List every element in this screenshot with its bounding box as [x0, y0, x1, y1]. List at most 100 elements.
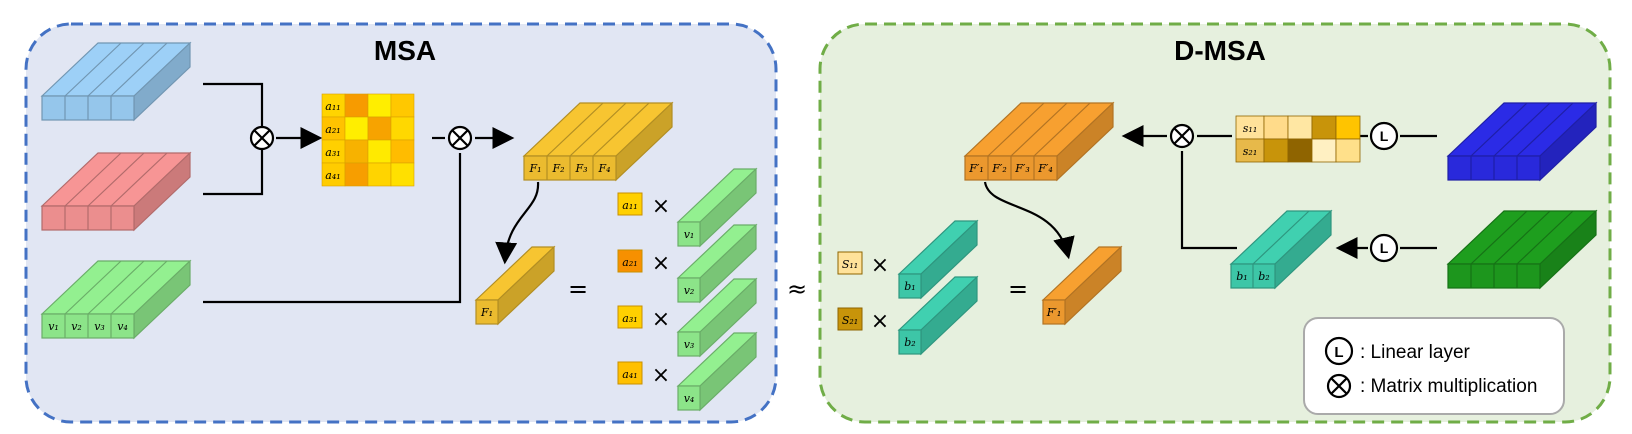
- svg-text:L: L: [1380, 128, 1389, 144]
- s-row-label: s₁₁: [1243, 122, 1257, 135]
- matmul-op-1: [249, 125, 275, 151]
- times-symbol: ×: [652, 194, 670, 219]
- attention-cell: [390, 93, 415, 118]
- attention-row-label: a₁₁: [325, 100, 340, 113]
- f-output-slab-label: F₂: [551, 162, 564, 175]
- times-symbol: ×: [652, 251, 670, 276]
- attention-cell: [367, 93, 392, 118]
- attention-cell: [344, 116, 369, 141]
- dmsa-times-symbol: ×: [871, 253, 889, 278]
- value-slab: v₁ v₂ v₃ v₄: [40, 259, 192, 340]
- dmsa-equals: =: [1008, 275, 1028, 303]
- attention-cell: [390, 162, 415, 187]
- b-slab-label: b₂: [1258, 270, 1269, 283]
- attention-cell: [344, 139, 369, 164]
- s-cell: [1335, 138, 1361, 163]
- dmsa-title: D-MSA: [1174, 35, 1266, 66]
- basis-column-2-label: b₂: [904, 336, 915, 349]
- s-cell: [1287, 115, 1313, 140]
- fprime-output-slab-label: F′₄: [1037, 162, 1053, 175]
- legend-matmul-label: : Matrix multiplication: [1360, 376, 1537, 397]
- dmsa-input-blue-slab: [1446, 101, 1598, 182]
- f1-column: F₁: [474, 245, 556, 326]
- legend-matmul-icon: [1326, 373, 1352, 399]
- coeff-box-3: [617, 305, 643, 329]
- value-slab-label: v₃: [94, 320, 105, 333]
- value-column-1: v₁: [676, 167, 758, 248]
- approx-symbol: ≈: [787, 275, 807, 303]
- s-cell: [1311, 115, 1337, 140]
- times-symbol: ×: [652, 363, 670, 388]
- s-cell: [1263, 115, 1289, 140]
- attention-cell: [367, 116, 392, 141]
- fprime-output-slab-label: F′₁: [968, 162, 984, 175]
- attention-cell: [390, 139, 415, 164]
- dmsa-coeff-label: S₂₁: [842, 314, 858, 327]
- value-column-3-label: v₃: [684, 338, 695, 351]
- coeff-box-1: [617, 192, 643, 216]
- key-slab: [40, 151, 192, 232]
- attention-cell: [367, 162, 392, 187]
- times-symbol: ×: [652, 307, 670, 332]
- msa-title: MSA: [374, 35, 436, 66]
- attention-row-label: a₄₁: [325, 169, 340, 182]
- svg-text:L: L: [1334, 344, 1343, 361]
- fprime-output-slab-label: F′₃: [1014, 162, 1030, 175]
- dmsa-coeff-box-1: [837, 251, 863, 275]
- s-cell: [1263, 138, 1289, 163]
- basis-column-2: b₂: [897, 275, 979, 356]
- s-cell: [1311, 138, 1337, 163]
- linear-op-2: L: [1369, 233, 1399, 263]
- value-column-4-label: v₄: [684, 392, 695, 405]
- attention-cell: [367, 139, 392, 164]
- value-column-1-label: v₁: [684, 228, 695, 241]
- attention-cell: [390, 116, 415, 141]
- s-row-label: s₂₁: [1243, 145, 1257, 158]
- s-cell: [1335, 115, 1361, 140]
- f-output-slab-label: F₃: [574, 162, 587, 175]
- s-matrix: s₁₁ s₂₁: [1235, 115, 1361, 163]
- b-slab-label: b₁: [1236, 270, 1247, 283]
- coeff-label: a₁₁: [622, 199, 637, 212]
- value-column-2: v₂: [676, 223, 758, 304]
- value-slab-label: v₄: [117, 320, 128, 333]
- value-column-4: v₄: [676, 331, 758, 412]
- attention-cell: [344, 162, 369, 187]
- fprime1-column-label: F′₁: [1046, 306, 1062, 319]
- fprime-output-slab-label: F′₂: [991, 162, 1007, 175]
- fprime-output-slab: F′₁ F′₂ F′₃ F′₄: [963, 101, 1115, 182]
- value-slab-label: v₂: [71, 320, 82, 333]
- dmsa-times-symbol: ×: [871, 309, 889, 334]
- f1-column-label: F₁: [480, 306, 493, 319]
- coeff-label: a₃₁: [622, 312, 637, 325]
- dmsa-coeff-label: S₁₁: [842, 258, 858, 271]
- attention-cell: [344, 93, 369, 118]
- basis-column-1: b₁: [897, 219, 979, 300]
- value-slab-label: v₁: [48, 320, 59, 333]
- svg-text:L: L: [1380, 240, 1389, 256]
- coeff-label: a₄₁: [622, 368, 637, 381]
- attention-row-label: a₂₁: [325, 123, 340, 136]
- matmul-op-3: [1169, 123, 1195, 149]
- attention-row-label: a₃₁: [325, 146, 340, 159]
- coeff-label: a₂₁: [622, 256, 637, 269]
- s-cell: [1287, 138, 1313, 163]
- legend: L : Linear layer : Matrix multiplication: [1303, 317, 1565, 415]
- basis-column-1-label: b₁: [904, 280, 915, 293]
- fprime1-column: F′₁: [1041, 245, 1123, 326]
- value-column-3: v₃: [676, 277, 758, 358]
- query-slab: [40, 41, 192, 122]
- matmul-op-2: [447, 125, 473, 151]
- dmsa-input-green-slab: [1446, 209, 1598, 290]
- b-slab: b₁ b₂: [1229, 209, 1333, 290]
- value-column-2-label: v₂: [684, 284, 695, 297]
- attention-matrix: a₁₁ a₂₁ a₃₁ a₄₁: [321, 93, 415, 187]
- coeff-box-2: [617, 249, 643, 273]
- coeff-box-4: [617, 361, 643, 385]
- dmsa-coeff-box-2: [837, 307, 863, 331]
- legend-linear-icon: L: [1324, 336, 1354, 366]
- legend-linear-label: : Linear layer: [1360, 342, 1471, 363]
- f-output-slab-label: F₁: [528, 162, 541, 175]
